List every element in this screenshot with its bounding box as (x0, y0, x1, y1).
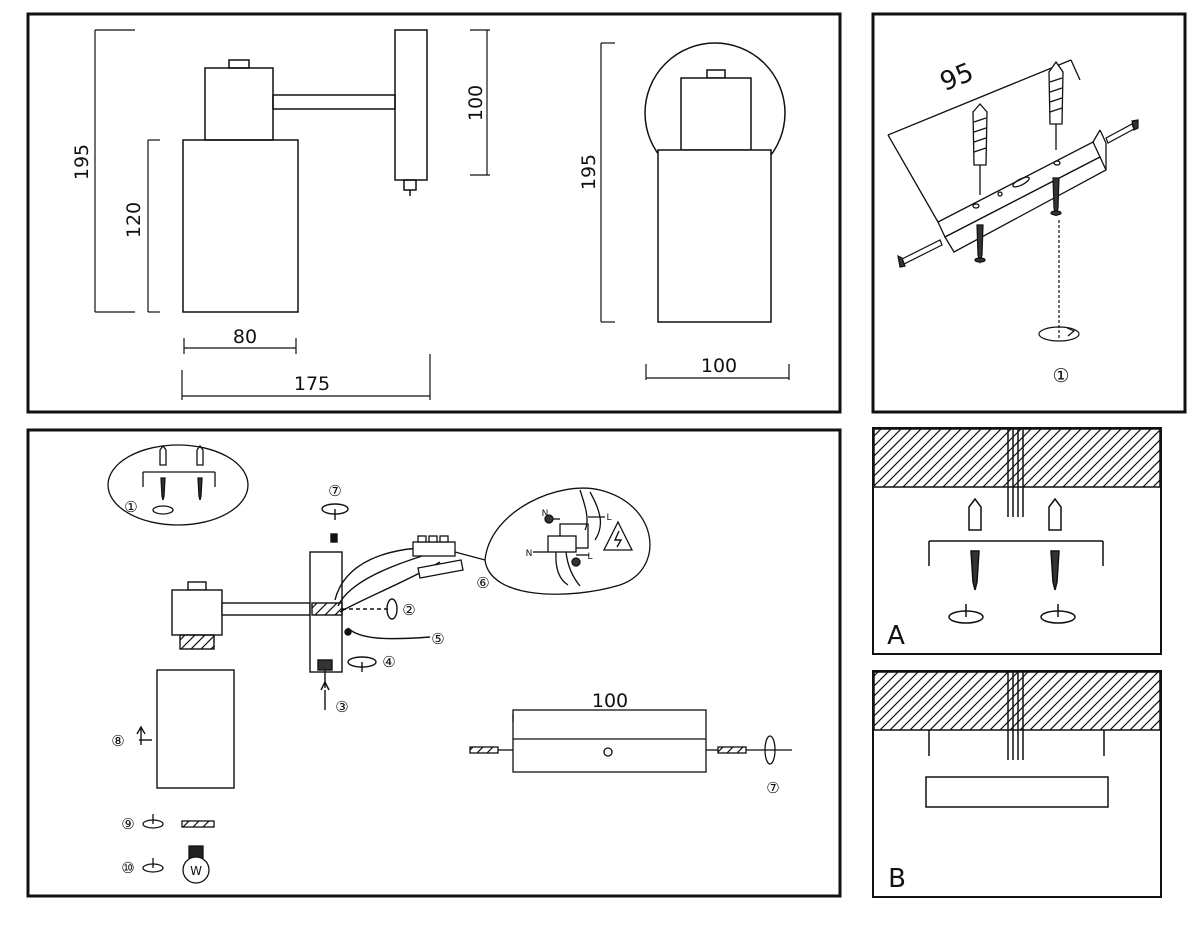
bracket-width-label: 95 (936, 57, 978, 97)
panel-b-label: B (888, 864, 906, 894)
flat-bracket (469, 709, 792, 773)
step-3: ③ (335, 698, 348, 716)
mounting-step-label: ① (1052, 365, 1069, 387)
side-screw-icon (897, 119, 1139, 268)
step-4: ④ (382, 653, 395, 671)
screw-icon (974, 177, 1062, 265)
assembly-panel: ① (26, 428, 842, 898)
inset-step-label: ① (124, 498, 137, 516)
terminal-neutral-top: N (542, 509, 549, 519)
lamp-shade (136, 669, 235, 789)
step-2: ② (402, 601, 415, 619)
terminal-live-top: L (606, 513, 611, 523)
step-6: ⑥ (476, 574, 489, 592)
wiring-detail (484, 487, 651, 595)
backplate-height-label: 100 (465, 85, 487, 121)
wall-plug-icon (972, 60, 1064, 195)
bulb-letter: W (190, 864, 202, 878)
front-view-dimensions (600, 42, 790, 380)
front-view-lamp (644, 42, 786, 323)
terminal-neutral-bottom: N (526, 549, 533, 559)
projection-label: 175 (294, 373, 330, 395)
ceiling-panel-b: B (872, 670, 1162, 898)
bracket-iso (887, 59, 1107, 253)
step-10: ⑩ (121, 859, 134, 877)
lamp-head (171, 581, 311, 650)
step-7-bottom: ⑦ (766, 779, 779, 797)
ring-and-bulb (142, 814, 215, 884)
dimensions-panel: 195 120 80 175 100 195 100 (26, 12, 842, 414)
side-view-lamp (182, 29, 428, 313)
front-width-label: 100 (701, 355, 737, 377)
step-5: ⑤ (431, 630, 444, 648)
mounting-panel: 95 ① (871, 12, 1187, 414)
ceiling-panel-a: A (872, 427, 1162, 655)
inset-bracket (107, 444, 249, 526)
backplate (309, 503, 441, 710)
step-8: ⑧ (111, 732, 124, 750)
flat-bracket-width-label: 100 (592, 690, 628, 712)
front-total-height-label: 195 (578, 154, 600, 190)
rotate-arrow-icon (1038, 220, 1080, 342)
terminal-live-bottom: L (587, 552, 592, 562)
side-total-height-label: 195 (71, 144, 93, 180)
panel-a-label: A (887, 621, 905, 651)
side-view-dimensions (94, 29, 490, 400)
step-9: ⑨ (121, 815, 134, 833)
step-7-top: ⑦ (328, 482, 341, 500)
shade-height-label: 120 (123, 202, 145, 238)
shade-width-label: 80 (233, 326, 257, 348)
terminal-block (412, 535, 486, 579)
